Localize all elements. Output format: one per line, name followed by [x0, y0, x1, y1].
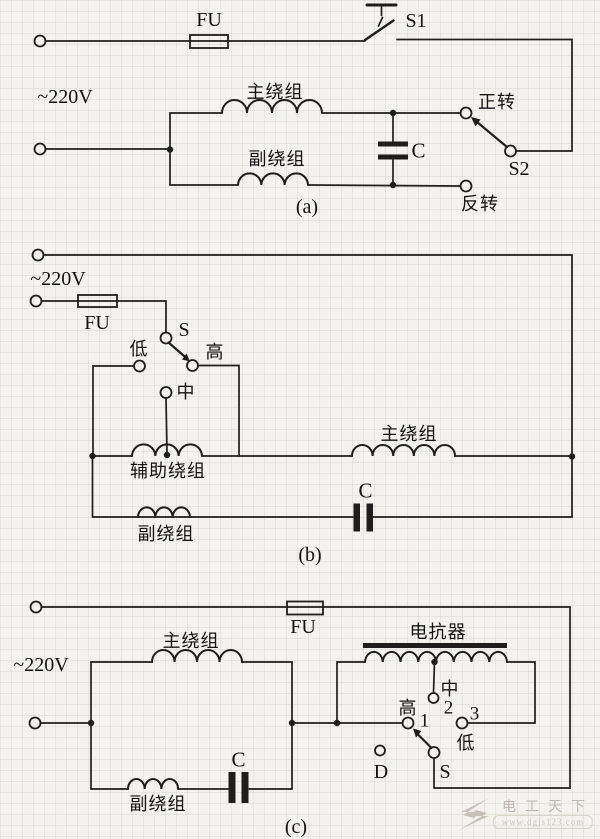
fuse-b — [77, 294, 118, 308]
reactor-core-bar — [363, 643, 507, 648]
terminal-b1 — [31, 248, 45, 262]
auxiliary-winding-coil-b — [131, 443, 203, 457]
terminal-a2 — [33, 142, 47, 156]
tap2-label: 2 — [443, 697, 455, 719]
main-winding-coil-b — [351, 444, 456, 457]
capacitor-b — [353, 503, 373, 532]
switch2-label: S2 — [508, 158, 530, 180]
fuse-label-c: FU — [290, 616, 316, 638]
junction-dot — [568, 453, 576, 460]
low-label-c: 低 — [456, 733, 476, 753]
main-winding-coil-c — [151, 649, 243, 663]
high-label-c: 高 — [398, 698, 418, 718]
high-contact-c — [401, 716, 415, 730]
junction-dot — [389, 181, 397, 189]
terminal-c2 — [28, 716, 42, 730]
watermark-logo — [459, 798, 489, 830]
high-contact-b — [186, 359, 199, 372]
fuse-label-a: FU — [196, 9, 222, 31]
low-label-b: 低 — [129, 339, 149, 359]
watermark-brand: 电工天下 — [502, 800, 594, 815]
switch-s-b — [159, 331, 190, 362]
wire — [40, 300, 167, 334]
switch-s1 — [363, 3, 398, 42]
secondary-winding-coil-a — [237, 172, 309, 186]
capacitor-a — [378, 112, 408, 186]
d-terminal-label: D — [373, 761, 389, 783]
reactor-label: 电抗器 — [409, 622, 467, 642]
switch-label-c: S — [439, 761, 451, 783]
auxiliary-winding-label-b: 辅助绕组 — [130, 461, 206, 481]
voltage-label-a: ~220V — [37, 86, 93, 108]
secondary-winding-coil-b — [137, 506, 191, 518]
caption-c: (c) — [284, 816, 308, 838]
tap3-label: 3 — [469, 703, 481, 725]
diagram-c-wires — [28, 600, 571, 803]
main-winding-label-c: 主绕组 — [162, 631, 220, 651]
wire — [42, 254, 573, 518]
main-winding-coil-a — [221, 99, 323, 114]
caption-b: (b) — [298, 544, 322, 566]
capacitor-c — [228, 772, 249, 803]
capacitor-label-b: C — [358, 478, 374, 503]
mid-contact-b — [159, 386, 173, 399]
tap1-label: 1 — [419, 710, 431, 732]
secondary-winding-label-b: 副绕组 — [137, 524, 195, 544]
switch-s-c — [401, 692, 469, 789]
main-winding-label-b: 主绕组 — [380, 424, 438, 444]
terminal-a1 — [33, 34, 47, 48]
wire — [91, 455, 354, 518]
fuse-label-b: FU — [84, 312, 110, 334]
terminal-b2 — [29, 294, 43, 308]
reverse-terminal — [459, 179, 473, 193]
wire — [307, 184, 462, 187]
wire — [197, 364, 240, 457]
secondary-winding-coil-c — [127, 778, 180, 790]
capacitor-label-a: C — [411, 138, 427, 163]
caption-a: (a) — [295, 196, 319, 218]
watermark-url: www.dgjs123.com — [492, 815, 594, 829]
forward-terminal — [459, 106, 473, 120]
capacitor-label-c: C — [231, 747, 247, 772]
mid-label-b: 中 — [176, 382, 196, 402]
reactor-c — [336, 643, 536, 724]
secondary-winding-label-c: 副绕组 — [129, 794, 187, 814]
fuse-a — [189, 34, 229, 49]
wire — [92, 365, 135, 457]
low-contact-b — [133, 359, 146, 373]
mid-label-c: 中 — [440, 679, 460, 699]
secondary-winding-label-a: 副绕组 — [248, 149, 306, 169]
tap-dot — [163, 451, 171, 459]
switch-s2 — [471, 117, 517, 158]
voltage-label-c: ~220V — [13, 654, 69, 676]
diagram-a-wires — [33, 3, 573, 193]
wire — [396, 38, 573, 152]
switch-label-b: S — [178, 319, 190, 341]
main-winding-label-a: 主绕组 — [246, 82, 304, 102]
diagram-b-wires — [29, 248, 576, 532]
switch-pivot-c — [427, 746, 441, 759]
low-contact-c — [455, 716, 469, 730]
reverse-label: 反转 — [461, 194, 499, 214]
wire — [40, 606, 571, 789]
voltage-label-b: ~220V — [30, 268, 86, 290]
terminal-c1 — [29, 600, 43, 614]
high-label-b: 高 — [205, 342, 225, 362]
wire — [165, 397, 168, 453]
d-terminal-c — [374, 744, 386, 757]
fuse-c — [286, 600, 324, 616]
forward-label: 正转 — [478, 92, 516, 112]
mid-contact-c — [427, 692, 440, 704]
switch1-label: S1 — [405, 10, 427, 32]
